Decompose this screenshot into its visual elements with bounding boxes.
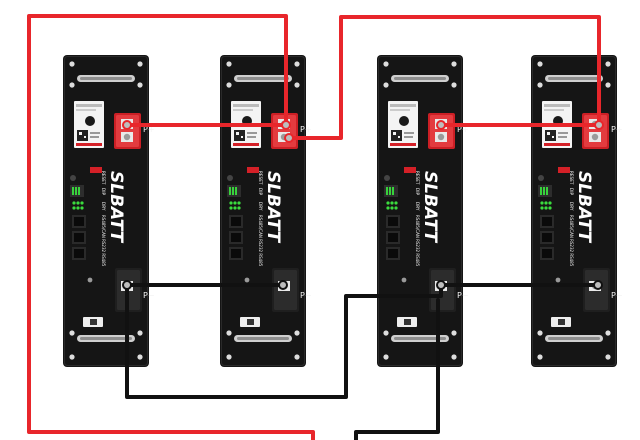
battery-1-label-dip: DIP <box>101 188 106 195</box>
lug-negative-3 <box>436 280 446 290</box>
battery-4-label-reset: RESET <box>569 171 574 185</box>
battery-1-negative-label: P− <box>143 291 155 300</box>
lug-positive-3 <box>436 120 446 130</box>
lug-positive-2b <box>284 133 294 143</box>
battery-module-1: RESET DIP DRY RS485/CAN RS232 RS485 SLBA… <box>62 54 155 368</box>
battery-2-brand-logo: SLBATT <box>263 171 283 244</box>
battery-1-label-ports: RS485/CAN RS232 RS485 <box>101 215 106 267</box>
battery-2-negative-label: P− <box>300 291 312 300</box>
terminal-lugs <box>122 120 604 290</box>
negative-bridge-1-3 <box>125 283 443 399</box>
battery-3-label-dip: DIP <box>415 188 420 195</box>
battery-2-positive-label: P+ <box>300 125 312 134</box>
battery-3-label-ports: RS485/CAN RS232 RS485 <box>415 215 420 267</box>
lug-positive-1 <box>122 120 132 130</box>
positive-cables <box>27 14 601 440</box>
lug-negative-4 <box>593 280 603 290</box>
battery-1-label-dry: DRY <box>101 202 106 211</box>
battery-4-label-dry: DRY <box>569 202 574 211</box>
battery-4-negative-label: P− <box>611 291 623 300</box>
battery-3-brand-logo: SLBATT <box>420 171 440 244</box>
battery-4-brand-logo: SLBATT <box>574 171 594 244</box>
positive-bridge-2-3 <box>287 15 601 140</box>
battery-module-3: RESET DIP DRY RS485/CAN RS232 RS485 SLBA… <box>376 54 469 368</box>
negative-main-cable <box>354 298 440 440</box>
battery-3-label-dry: DRY <box>415 202 420 211</box>
battery-4-positive-label: P+ <box>611 125 623 134</box>
battery-2-label-dip: DIP <box>258 188 263 195</box>
lug-negative-1 <box>122 280 132 290</box>
positive-main-cable <box>27 14 315 440</box>
lug-positive-2 <box>281 120 291 130</box>
negative-cables <box>125 283 600 440</box>
battery-2-label-reset: RESET <box>258 171 263 185</box>
battery-1-positive-label: P+ <box>143 125 155 134</box>
lug-positive-4 <box>594 120 604 130</box>
battery-3-negative-label: P− <box>457 291 469 300</box>
battery-1-label-reset: RESET <box>101 171 106 185</box>
battery-4-label-dip: DIP <box>569 188 574 195</box>
battery-3-positive-label: P+ <box>457 125 469 134</box>
battery-1-brand-logo: SLBATT <box>106 171 126 244</box>
battery-module-2: RESET DIP DRY RS485/CAN RS232 RS485 SLBA… <box>219 54 312 368</box>
battery-3-label-reset: RESET <box>415 171 420 185</box>
lug-negative-2 <box>278 280 288 290</box>
battery-2-label-ports: RS485/CAN RS232 RS485 <box>258 215 263 267</box>
battery-2-label-dry: DRY <box>258 202 263 211</box>
battery-module-4: RESET DIP DRY RS485/CAN RS232 RS485 SLBA… <box>530 54 623 368</box>
battery-4-label-ports: RS485/CAN RS232 RS485 <box>569 215 574 267</box>
